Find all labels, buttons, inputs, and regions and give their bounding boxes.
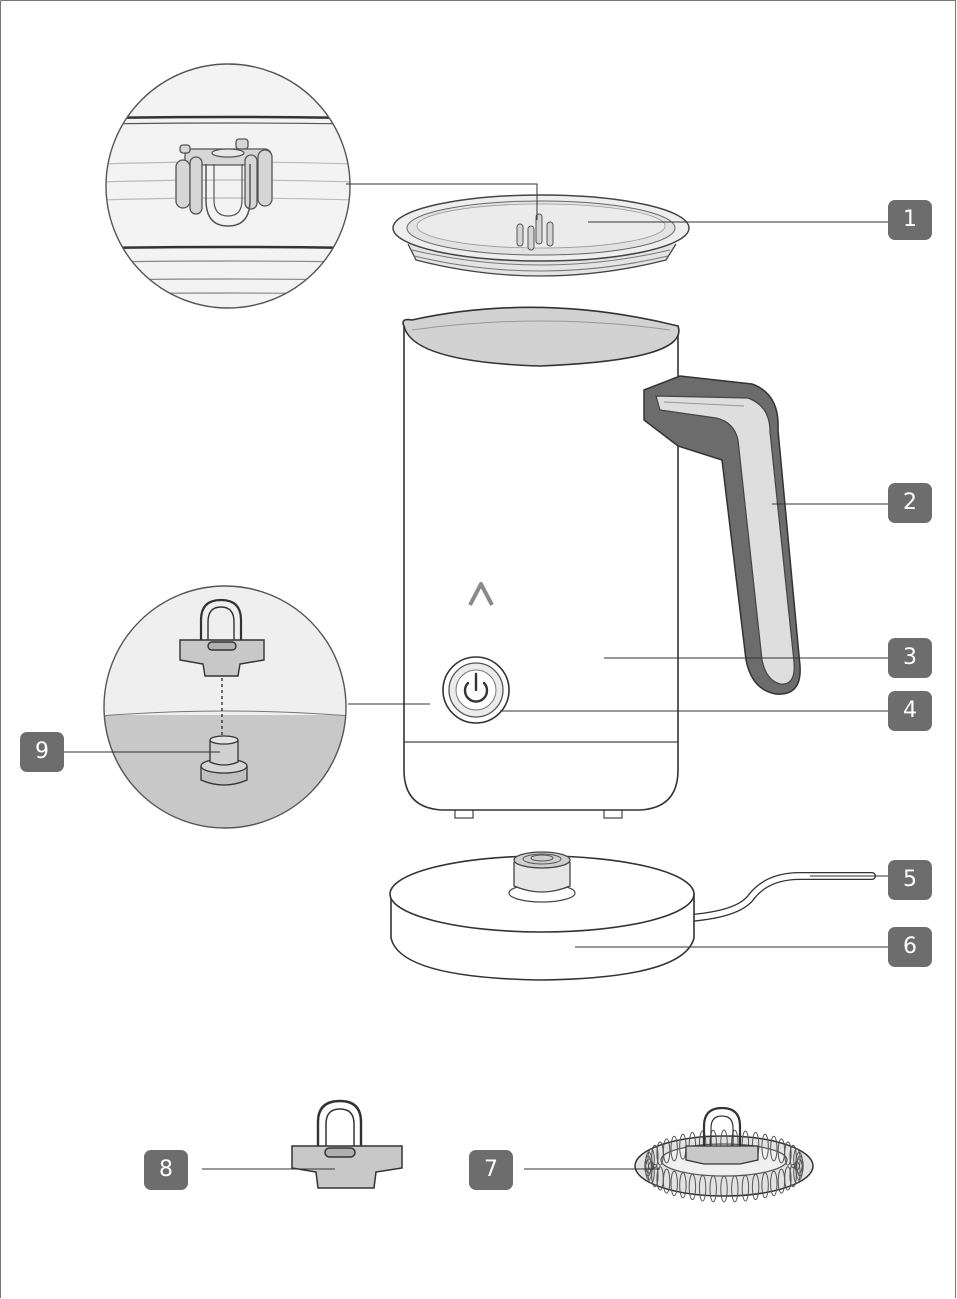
mount-detail-circle: [100, 585, 350, 835]
lid-detail-circle: [100, 64, 356, 308]
lid: [393, 195, 689, 276]
label-badge-6: 6: [888, 927, 932, 967]
base: [390, 852, 872, 980]
label-badge-4: 4: [888, 691, 932, 731]
label-badge-9: 9: [20, 732, 64, 772]
label-badge-5: 5: [888, 860, 932, 900]
label-badge-2: 2: [888, 483, 932, 523]
label-badge-3: 3: [888, 638, 932, 678]
label-badge-1: 1: [888, 200, 932, 240]
frothing-whisk-drawing: [635, 1108, 813, 1202]
power-button-drawing: [443, 657, 509, 723]
jug: [403, 307, 679, 818]
label-badge-7: 7: [469, 1150, 513, 1190]
label-badge-8: 8: [144, 1150, 188, 1190]
stirring-whisk-drawing: [292, 1101, 402, 1188]
